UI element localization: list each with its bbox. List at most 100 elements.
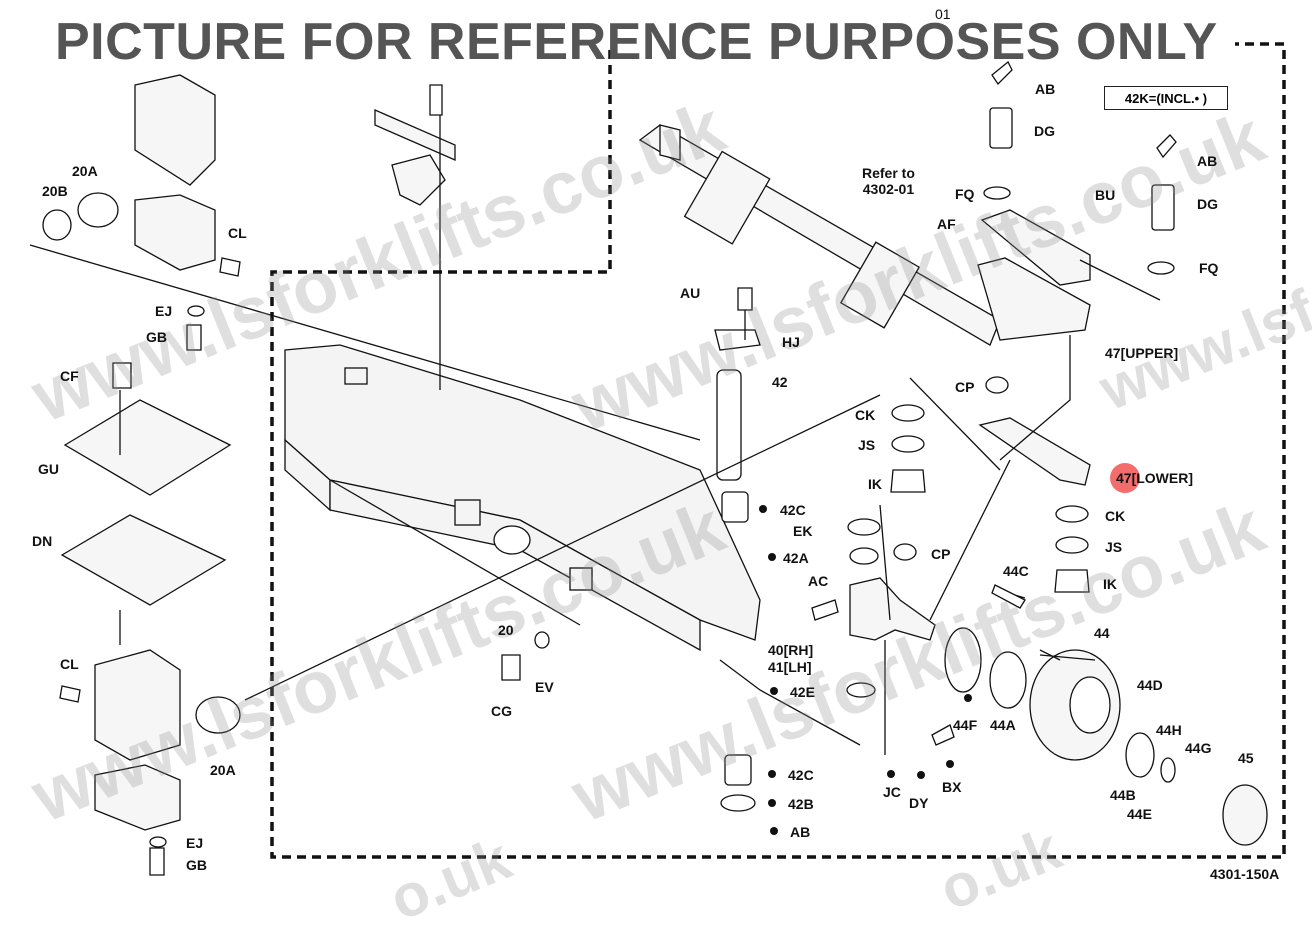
group-number: 01 — [935, 6, 951, 22]
washer-44h — [1160, 757, 1176, 783]
callout-label[interactable]: BU — [1095, 187, 1116, 203]
callout-label[interactable]: EV — [535, 679, 554, 695]
callout-label[interactable]: 44F — [953, 717, 978, 733]
callout-label[interactable]: GU — [38, 461, 59, 477]
callout-label[interactable]: DG — [1197, 196, 1218, 212]
highlight-marker — [1110, 463, 1140, 493]
callout-label[interactable]: AB — [790, 824, 811, 840]
included-bullet — [964, 694, 972, 702]
included-bullet — [887, 770, 895, 778]
seal-20b — [42, 209, 72, 241]
callout-label[interactable]: 47[UPPER] — [1105, 345, 1179, 361]
callout-label[interactable]: CF — [60, 368, 79, 384]
callout-label[interactable]: 40[RH] — [768, 642, 814, 658]
callout-label[interactable]: HJ — [782, 334, 800, 350]
callout-label[interactable]: IK — [1103, 576, 1117, 592]
callout-label[interactable]: 45 — [1238, 750, 1254, 766]
callout-label[interactable]: 44D — [1137, 677, 1163, 693]
callout-label[interactable]: AB — [1035, 81, 1056, 97]
callout-label[interactable]: 20A — [210, 762, 236, 778]
figure-code: 4301-150A — [1210, 866, 1280, 882]
callout-label[interactable]: IK — [868, 476, 882, 492]
steer-arm-upper — [977, 257, 1091, 341]
parts-diagram: www.lsforklifts.co.uk www.lsforklifts.co… — [20, 6, 1312, 933]
callout-label[interactable]: 44G — [1185, 740, 1212, 756]
callout-label[interactable]: 44B — [1110, 787, 1136, 803]
callout-label[interactable]: AU — [680, 285, 701, 301]
callout-label[interactable]: CK — [855, 407, 876, 423]
bearing-44b — [1125, 732, 1155, 778]
callout-label[interactable]: 42 — [772, 374, 788, 390]
callout-label[interactable]: 42C — [788, 767, 814, 783]
bearing-44a — [989, 651, 1027, 709]
callout-label[interactable]: BX — [942, 779, 962, 795]
included-bullet — [768, 799, 776, 807]
callout-label[interactable]: CG — [491, 703, 512, 719]
plate-gu — [63, 399, 232, 496]
callout-label[interactable]: FQ — [955, 186, 975, 202]
bushing-42c-top — [721, 491, 749, 523]
callout-label[interactable]: EK — [793, 523, 813, 539]
callout-label[interactable]: CL — [60, 656, 79, 672]
callout-label[interactable]: EJ — [186, 835, 204, 851]
included-bullet — [768, 553, 776, 561]
support-block-top — [134, 74, 216, 271]
callout-label[interactable]: 44A — [990, 717, 1016, 733]
callout-label[interactable]: GB — [146, 329, 167, 345]
bushing-20a-bottom — [195, 696, 241, 734]
callout-label[interactable]: JS — [1105, 539, 1123, 555]
callout-label[interactable]: 20B — [42, 183, 68, 199]
refer-note: Refer to 4302-01 — [862, 165, 915, 197]
callout-label[interactable]: 41[LH] — [768, 659, 812, 675]
callout-label[interactable]: 20A — [72, 163, 98, 179]
callout-label[interactable]: 44C — [1003, 563, 1029, 579]
steering-cylinder — [638, 124, 1001, 346]
callout-label[interactable]: 42E — [790, 684, 815, 700]
pivot-pin — [493, 525, 531, 555]
callout-label[interactable]: 42C — [780, 502, 806, 518]
callout-label[interactable]: CP — [931, 546, 951, 562]
reference-banner: PICTURE FOR REFERENCE PURPOSES ONLY — [55, 13, 1218, 71]
diagram-drawing — [29, 42, 1286, 876]
steer-arm-lower — [978, 417, 1091, 486]
callout-label[interactable]: CP — [955, 379, 975, 395]
bushing-20a-top — [77, 192, 119, 228]
included-bullet — [917, 771, 925, 779]
callout-label[interactable]: 47[LOWER] — [1116, 470, 1193, 486]
callout-label[interactable]: AC — [808, 573, 829, 589]
axle-beam — [284, 344, 761, 652]
callout-label[interactable]: 42A — [783, 550, 809, 566]
callout-label[interactable]: CK — [1105, 508, 1126, 524]
callout-label[interactable]: EJ — [155, 303, 173, 319]
included-bullet — [770, 687, 778, 695]
callout-label[interactable]: JS — [858, 437, 876, 453]
refer-note-line: 4302-01 — [862, 181, 915, 197]
callout-label[interactable]: AB — [1197, 153, 1218, 169]
included-bullet — [770, 827, 778, 835]
callout-label[interactable]: DY — [909, 795, 929, 811]
callout-label[interactable]: 44 — [1094, 625, 1110, 641]
support-block-bottom — [94, 649, 181, 831]
included-bullet — [768, 770, 776, 778]
hub-cap-45 — [1222, 784, 1268, 846]
plate-dn — [60, 514, 227, 606]
callout-label[interactable]: 20 — [498, 622, 514, 638]
assembly-boundary — [270, 42, 1286, 859]
included-bullet — [759, 505, 767, 513]
callout-label[interactable]: 44H — [1156, 722, 1182, 738]
seal-44f — [944, 627, 982, 693]
callout-label[interactable]: DN — [32, 533, 53, 549]
refer-note-line: Refer to — [862, 165, 915, 181]
bushing-42c-bottom — [724, 754, 752, 786]
callout-label[interactable]: DG — [1034, 123, 1055, 139]
callout-label[interactable]: CL — [228, 225, 247, 241]
callout-label[interactable]: FQ — [1199, 260, 1219, 276]
king-pin — [716, 369, 742, 481]
callout-label[interactable]: GB — [186, 857, 207, 873]
callout-label[interactable]: 42B — [788, 796, 814, 812]
callout-label[interactable]: AF — [937, 216, 956, 232]
callout-label[interactable]: 44E — [1127, 806, 1152, 822]
legend-note: 42K=(INCL.• ) — [1104, 86, 1228, 110]
callout-label[interactable]: JC — [883, 784, 901, 800]
seal-42b — [720, 794, 756, 812]
